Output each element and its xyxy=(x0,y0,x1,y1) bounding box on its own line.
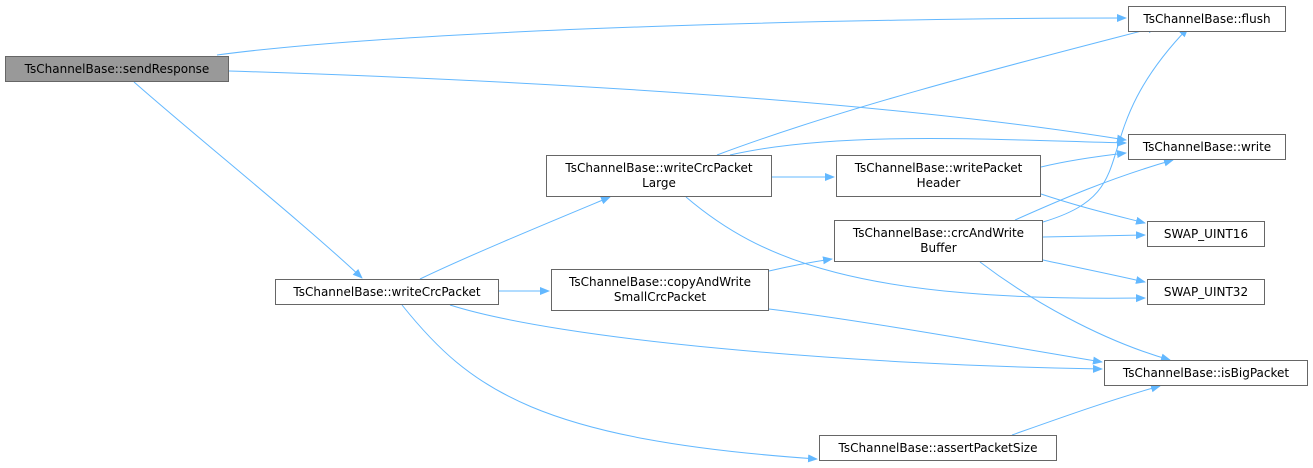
edge-copyAndWrite-to-isBigPacket xyxy=(768,308,1103,365)
node-label: TsChannelBase::assertPacketSize xyxy=(838,440,1038,455)
node-label: TsChannelBase::writeCrcPacket xyxy=(293,284,481,299)
node-write-crc-packet[interactable]: TsChannelBase::writeCrcPacket xyxy=(275,279,499,305)
node-crc-and-write-buffer[interactable]: TsChannelBase::crcAndWrite Buffer xyxy=(834,220,1043,262)
edge-crcAndWrite-to-swap16 xyxy=(1042,231,1146,240)
edge-sendResponse-to-writeCrcPacket xyxy=(133,81,363,279)
edge-writeCrcPacket-to-writeCrcPacketLarge xyxy=(419,196,611,280)
node-write-crc-packet-large[interactable]: TsChannelBase::writeCrcPacket Large xyxy=(546,155,772,197)
node-label-line-2: Header xyxy=(916,176,961,190)
node-label: TsChannelBase::isBigPacket xyxy=(1122,365,1290,380)
node-label-line-2: SmallCrcPacket xyxy=(613,290,707,304)
node-swap-uint16[interactable]: SWAP_UINT16 xyxy=(1147,221,1265,247)
edge-writeCrcPacket-to-assertPacketSize xyxy=(401,304,818,463)
node-swap-uint32[interactable]: SWAP_UINT32 xyxy=(1147,279,1265,305)
edge-writePacketHeader-to-swap16 xyxy=(1040,193,1146,225)
edge-writeCrcPacketLarge-to-flush xyxy=(716,25,1158,156)
node-label: SWAP_UINT16 xyxy=(1163,226,1249,241)
node-copy-and-write-small-crc-packet[interactable]: TsChannelBase::copyAndWrite SmallCrcPack… xyxy=(551,269,769,311)
edge-writeCrcPacketLarge-to-swap32 xyxy=(685,196,1146,303)
node-label-line-1: TsChannelBase::copyAndWrite xyxy=(569,275,751,289)
node-label-line-1: TsChannelBase::writeCrcPacket xyxy=(565,161,753,175)
edge-writeCrcPacket-to-isBigPacket xyxy=(449,304,1103,373)
edge-crcAndWrite-to-write xyxy=(1014,158,1174,221)
node-label: TsChannelBase::sendResponse xyxy=(24,61,210,76)
edge-crcAndWrite-to-swap32 xyxy=(1042,259,1146,284)
edge-writePacketHeader-to-write xyxy=(1040,150,1127,168)
node-write-packet-header[interactable]: TsChannelBase::writePacket Header xyxy=(836,155,1041,197)
node-label: TsChannelBase::write xyxy=(1142,139,1272,154)
edge-writeCrcPacketLarge-to-write xyxy=(729,138,1127,156)
node-send-response: TsChannelBase::sendResponse xyxy=(5,56,229,82)
node-label-line-2: Buffer xyxy=(920,241,957,255)
node-label-line-1: TsChannelBase::writePacket xyxy=(854,161,1023,175)
edge-sendResponse-to-flush xyxy=(216,14,1127,56)
node-assert-packet-size[interactable]: TsChannelBase::assertPacketSize xyxy=(819,435,1057,461)
edge-crcAndWrite-to-flush xyxy=(1042,27,1189,223)
node-label-line-2: Large xyxy=(642,176,676,190)
node-label-line-1: TsChannelBase::crcAndWrite xyxy=(852,226,1025,240)
edge-copyAndWrite-to-crcAndWrite xyxy=(768,256,833,272)
node-is-big-packet[interactable]: TsChannelBase::isBigPacket xyxy=(1104,360,1308,386)
edge-assertPacketSize-to-isBigPacket xyxy=(1011,384,1161,436)
edge-sendResponse-to-write xyxy=(228,70,1127,143)
node-label: SWAP_UINT32 xyxy=(1163,284,1249,299)
node-write[interactable]: TsChannelBase::write xyxy=(1128,134,1286,160)
node-label: TsChannelBase::flush xyxy=(1143,11,1271,26)
edge-crcAndWrite-to-isBigPacket xyxy=(979,261,1171,362)
node-flush[interactable]: TsChannelBase::flush xyxy=(1128,6,1286,32)
